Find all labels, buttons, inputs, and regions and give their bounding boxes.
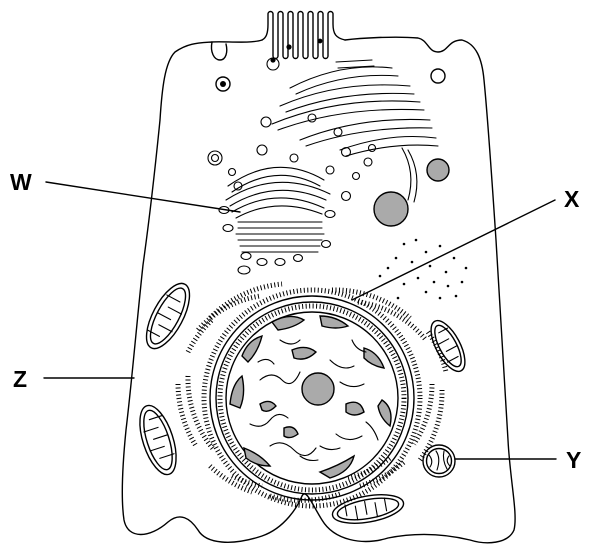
mitochondrion-cross-section [423, 445, 455, 477]
golgi-apparatus [219, 167, 335, 274]
mitochondrion-upper-left [138, 277, 198, 355]
lysosome [208, 151, 222, 165]
label-x: X [564, 186, 580, 212]
mitochondrion-lower-left [133, 401, 184, 479]
nucleolus [302, 373, 334, 405]
secretory-granule-small [427, 159, 449, 181]
nucleus [204, 290, 420, 506]
free-ribosomes [379, 239, 468, 300]
endoplasmic-reticulum [272, 60, 438, 156]
label-w-line [46, 182, 240, 212]
microvilli [262, 12, 345, 63]
tubular-er [402, 148, 417, 202]
label-z: Z [13, 366, 27, 392]
label-w: W [10, 169, 32, 195]
mitochondrion-right [424, 316, 471, 377]
secretory-granule-large [374, 192, 408, 226]
label-y: Y [566, 447, 581, 473]
